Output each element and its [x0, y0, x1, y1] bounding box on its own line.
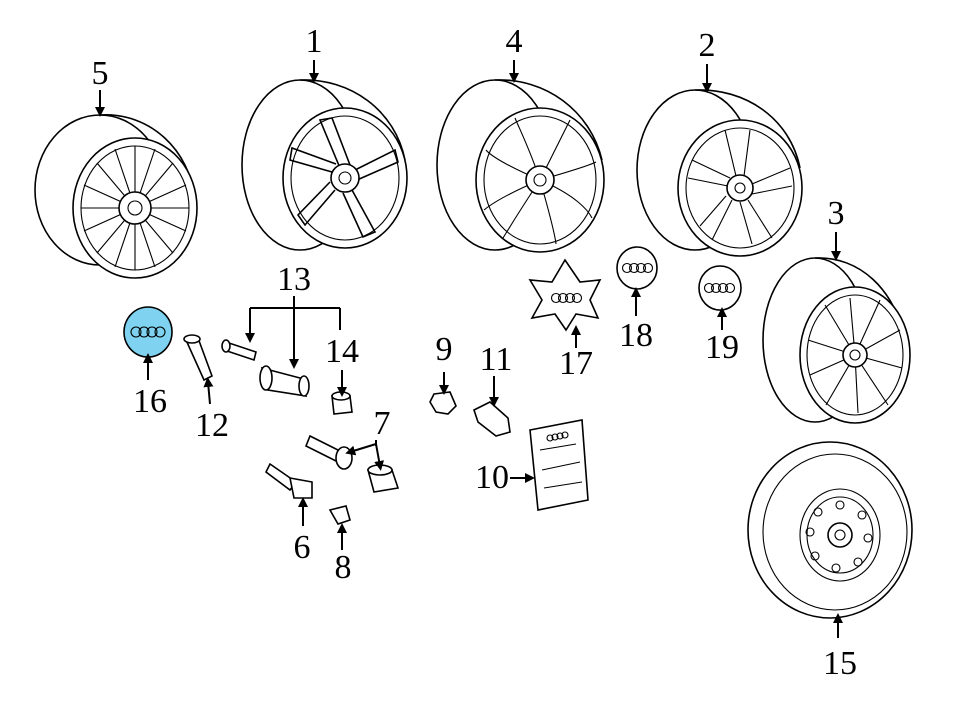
center-cap-18[interactable]: [616, 246, 658, 290]
wheel-3[interactable]: [762, 257, 911, 424]
lug-nut-7[interactable]: [366, 464, 400, 493]
callout-7[interactable]: 7: [373, 405, 391, 442]
valve-stem-12[interactable]: [183, 334, 213, 382]
callout-16[interactable]: 16: [133, 383, 167, 420]
audi-rings-icon: [703, 282, 736, 294]
callout-1[interactable]: 1: [305, 23, 323, 60]
audi-rings-icon: [621, 262, 654, 274]
audi-rings-icon: [546, 431, 569, 442]
spare-tire-15[interactable]: [747, 441, 913, 619]
audi-rings-icon: [130, 326, 166, 338]
callout-17[interactable]: 17: [559, 345, 593, 382]
callout-9[interactable]: 9: [435, 331, 453, 368]
callout-11[interactable]: 11: [479, 341, 513, 378]
callout-3[interactable]: 3: [827, 195, 845, 232]
center-cap-16[interactable]: [123, 306, 173, 358]
callout-15[interactable]: 15: [823, 645, 857, 682]
part-11[interactable]: [473, 401, 511, 437]
callout-18[interactable]: 18: [619, 317, 653, 354]
lug-bolt-7[interactable]: [304, 434, 353, 470]
wheel-2[interactable]: [636, 89, 803, 257]
tpms-bolt[interactable]: [221, 339, 257, 362]
callout-2[interactable]: 2: [698, 27, 716, 64]
part-10-kit[interactable]: [529, 419, 589, 511]
callout-19[interactable]: 19: [705, 329, 739, 366]
tpms-sensor-13[interactable]: [259, 365, 310, 397]
lug-bolt-6[interactable]: [264, 462, 313, 499]
callout-12[interactable]: 12: [195, 407, 229, 444]
callout-13[interactable]: 13: [277, 261, 311, 298]
part-9[interactable]: [429, 391, 457, 415]
center-cap-17[interactable]: [528, 258, 602, 332]
leader-lines: [95, 60, 843, 638]
tpms-nut-14[interactable]: [331, 391, 353, 415]
wheel-4[interactable]: [436, 79, 605, 253]
callout-5[interactable]: 5: [91, 55, 109, 92]
callout-8[interactable]: 8: [334, 549, 352, 586]
wheel-lock-8[interactable]: [328, 505, 351, 525]
callout-4[interactable]: 4: [505, 23, 523, 60]
callout-6[interactable]: 6: [293, 529, 311, 566]
audi-rings-icon: [550, 292, 583, 304]
wheel-1[interactable]: [241, 79, 408, 251]
center-cap-19[interactable]: [698, 265, 742, 311]
callout-14[interactable]: 14: [325, 333, 359, 370]
wheel-5[interactable]: [34, 114, 198, 279]
callout-10[interactable]: 10: [475, 459, 509, 496]
